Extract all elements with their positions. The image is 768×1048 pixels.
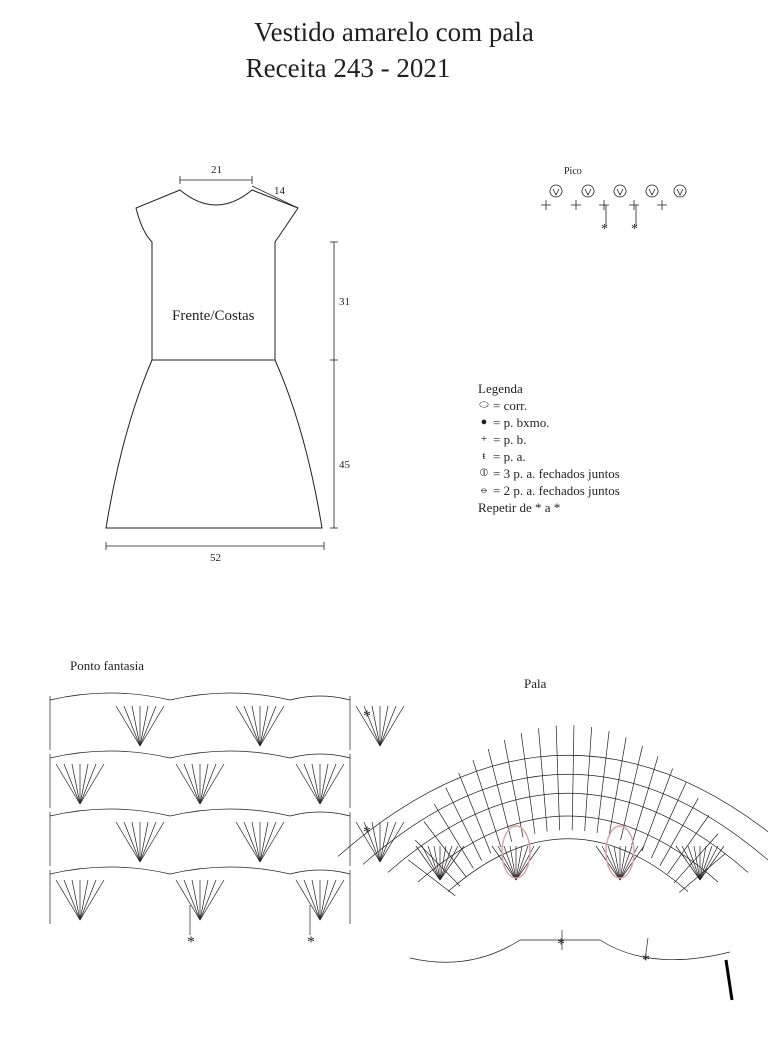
repeat-marker: *	[307, 934, 315, 951]
repeat-note: Repetir de * a *	[478, 500, 561, 515]
hem-width-label: 52	[210, 552, 221, 564]
legend-item: ⦵= 2 p. a. fechados juntos	[479, 483, 620, 498]
yoke-chart	[337, 725, 768, 963]
legend-item: ●= p. bxmo.	[478, 414, 620, 431]
recipe-number: Receita 243 - 2021	[245, 53, 451, 83]
legend-title: Legenda	[478, 381, 523, 396]
legend: Legenda ⬭= corr. ●= p. bxmo. += p. b. ŧ=…	[478, 380, 620, 516]
legend-item: ŧ= p. a.	[478, 448, 620, 465]
slip-stitch-icon: ●	[480, 416, 488, 428]
skirt-length-label: 45	[339, 459, 350, 471]
chain-icon: ⬭	[479, 399, 489, 411]
single-crochet-icon: +	[480, 433, 488, 445]
dc3tog-icon: ⦶	[480, 467, 488, 479]
repeat-marker: *	[642, 952, 650, 969]
repeat-marker: *	[363, 824, 371, 841]
repeat-marker: *	[363, 708, 371, 725]
repeat-marker: *	[601, 222, 608, 237]
pico-chart	[541, 184, 687, 226]
dress-outline	[105, 189, 323, 529]
yoke-opening-right	[605, 825, 635, 879]
repeat-marker: *	[187, 934, 195, 951]
page-title: Vestido amarelo com pala	[254, 17, 534, 47]
legend-item: += p. b.	[478, 431, 620, 448]
repeat-marker: *	[631, 222, 638, 237]
double-crochet-icon: ŧ	[482, 450, 486, 462]
yoke-chart-label: Pala	[524, 676, 547, 691]
pico-label: Pico	[564, 166, 582, 177]
legend-item: ⬭= corr.	[479, 398, 528, 413]
repeat-marker: *	[557, 936, 565, 953]
stitch-pattern-chart	[49, 692, 405, 935]
legend-item: ⦶= 3 p. a. fechados juntos	[480, 466, 620, 481]
pen-mark	[724, 959, 734, 1001]
shoulder-label: 14	[274, 185, 285, 197]
piece-label: Frente/Costas	[172, 308, 255, 324]
bodice-length-label: 31	[339, 296, 350, 308]
stitch-chart-label: Ponto fantasia	[70, 658, 145, 673]
dc2tog-icon: ⦵	[479, 484, 489, 496]
yoke-opening-left	[501, 825, 531, 879]
shoulder-dimension-line	[251, 185, 299, 209]
neck-width-label: 21	[211, 164, 222, 176]
